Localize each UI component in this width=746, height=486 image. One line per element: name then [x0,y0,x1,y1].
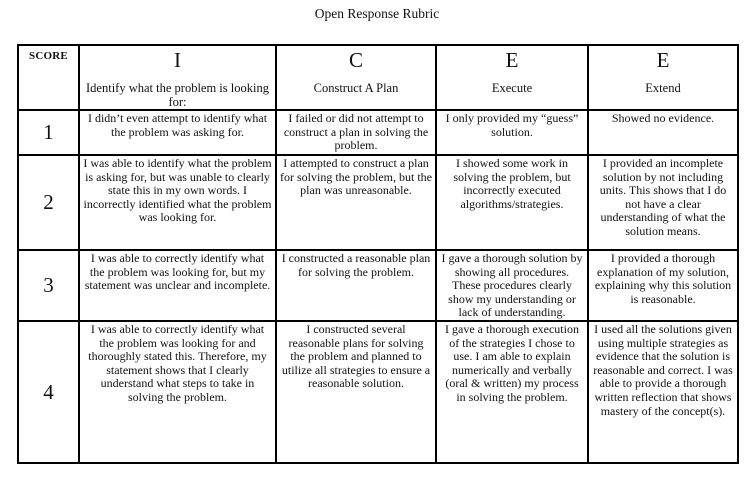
rubric-row-score-4: 4 I was able to correctly identify what … [17,320,739,464]
page-title: Open Response Rubric [314,6,440,21]
cell-1-construct: I failed or did not attempt to construct… [275,109,437,156]
column-label-identify: Identify what the problem is looking for… [86,81,269,109]
cell-2-extend: I provided an incomplete solution by not… [587,154,739,251]
cell-4-extend: I used all the solutions given using mul… [587,320,739,464]
cell-3-extend: I provided a thorough explanation of my … [587,249,739,322]
column-letter-construct: C [348,48,363,72]
cell-4-identify: I was able to correctly identify what th… [78,320,277,464]
header-cell-construct: C Construct A Plan [275,44,437,111]
rubric-row-score-3: 3 I was able to correctly identify what … [17,249,739,322]
cell-1-extend: Showed no evidence. [587,109,739,156]
cell-4-execute: I gave a thorough execution of the strat… [435,320,589,464]
rubric-table: SCORE I Identify what the problem is loo… [17,44,739,464]
column-label-construct: Construct A Plan [313,81,399,95]
cell-2-execute: I showed some work in solving the proble… [435,154,589,251]
rubric-row-score-2: 2 I was able to identify what the proble… [17,154,739,251]
column-label-execute: Execute [491,81,533,95]
cell-3-identify: I was able to correctly identify what th… [78,249,277,322]
score-cell-3: 3 [17,249,80,322]
rubric-row-score-1: 1 I didn’t even attempt to identify what… [17,109,739,156]
cell-1-identify: I didn’t even attempt to identify what t… [78,109,277,156]
column-letter-execute: E [505,48,519,72]
score-header-cell: SCORE [17,44,80,111]
column-letter-identify: I [174,48,181,72]
score-cell-1: 1 [17,109,80,156]
cell-1-execute: I only provided my “guess” solution. [435,109,589,156]
score-cell-4: 4 [17,320,80,464]
score-cell-2: 2 [17,154,80,251]
cell-3-construct: I constructed a reasonable plan for solv… [275,249,437,322]
cell-4-construct: I constructed several reasonable plans f… [275,320,437,464]
column-letter-extend: E [656,48,670,72]
header-cell-execute: E Execute [435,44,589,111]
cell-2-construct: I attempted to construct a plan for solv… [275,154,437,251]
header-cell-identify: I Identify what the problem is looking f… [78,44,277,111]
column-label-extend: Extend [645,81,681,95]
header-cell-extend: E Extend [587,44,739,111]
header-row: SCORE I Identify what the problem is loo… [17,44,739,111]
cell-3-execute: I gave a thorough solution by showing al… [435,249,589,322]
cell-2-identify: I was able to identify what the problem … [78,154,277,251]
